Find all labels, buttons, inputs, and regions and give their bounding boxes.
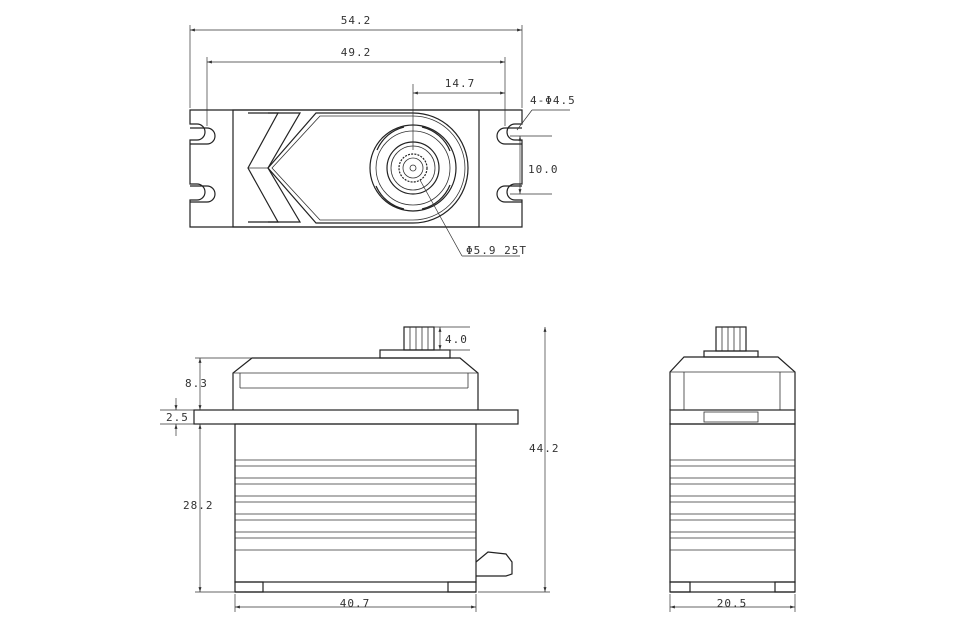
dim-body-height: 28.2 [183, 499, 214, 512]
top-view: 54.2 49.2 14.7 4-Φ4.5 10.0 Φ5.9 25T [189, 14, 576, 257]
dim-body-length: 40.7 [340, 597, 371, 610]
dim-overall-height: 44.2 [529, 442, 560, 455]
front-spline [403, 326, 435, 351]
top-flange-outline [189, 109, 523, 228]
side-body [669, 423, 796, 583]
front-view: 4.0 8.3 2.5 28.2 44.2 40.7 [160, 326, 560, 612]
mount-hole-top-left [190, 127, 216, 145]
side-spline [715, 326, 747, 352]
dim-flange-thickness: 2.5 [166, 411, 189, 424]
dim-overall-width: 54.2 [341, 14, 372, 27]
chevron-logo-outer [247, 112, 280, 223]
mount-hole-bottom-right [496, 185, 522, 203]
side-view: 20.5 [669, 326, 796, 612]
dim-mount-hole-spacing: 49.2 [341, 46, 372, 59]
dim-spline-height: 4.0 [445, 333, 468, 346]
cable-exit [475, 551, 513, 577]
mount-hole-bottom-left [190, 185, 216, 203]
label-spline-spec: Φ5.9 25T [466, 244, 527, 257]
dim-top-height: 8.3 [185, 377, 208, 390]
label-mount-hole-spec: 4-Φ4.5 [530, 94, 576, 107]
mount-hole-top-right [496, 127, 522, 145]
front-body [234, 423, 477, 583]
top-cover-outline [267, 112, 469, 224]
dim-hole-pitch: 10.0 [528, 163, 559, 176]
front-top-cap [232, 357, 479, 410]
side-top-cap [669, 356, 796, 410]
dim-side-width: 20.5 [717, 597, 748, 610]
top-case-outline [232, 109, 480, 228]
front-flange [193, 409, 519, 425]
dim-shaft-offset: 14.7 [445, 77, 476, 90]
